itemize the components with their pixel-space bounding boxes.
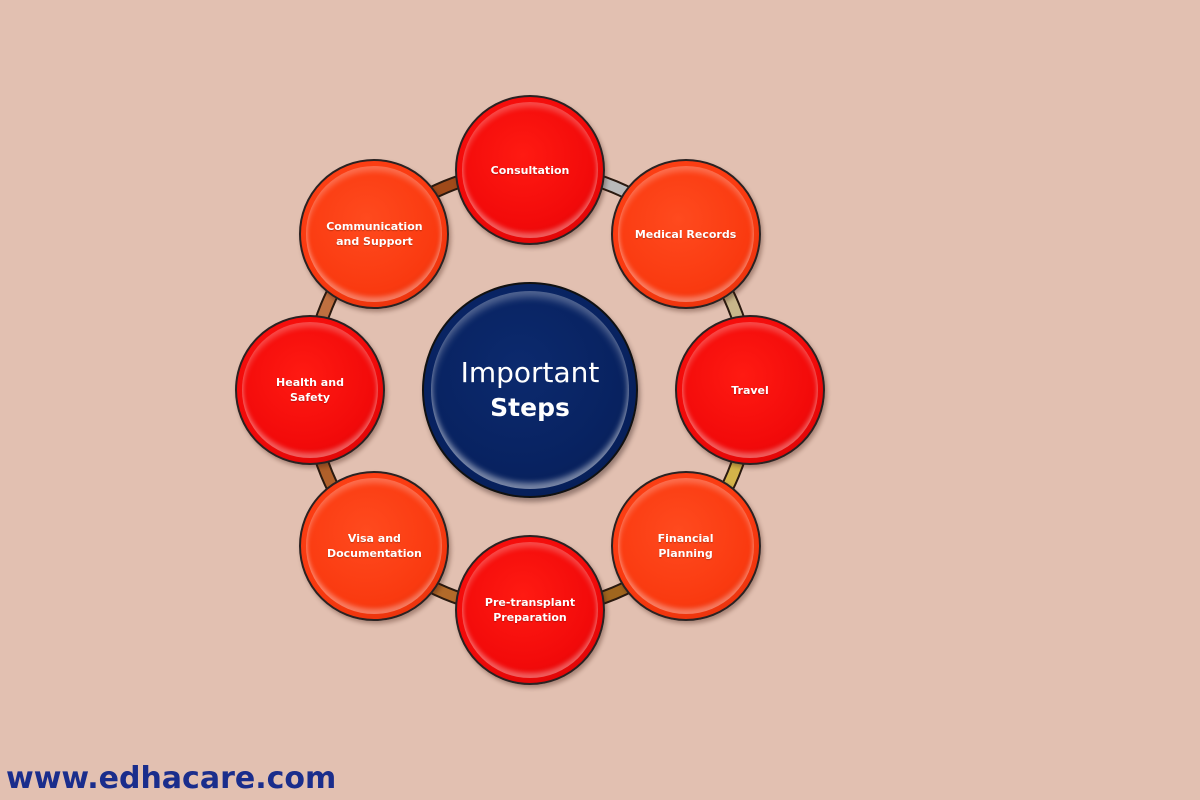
step-label: Health and Safety <box>276 376 344 404</box>
step-label: Financial Planning <box>657 531 714 560</box>
step-node: Consultation <box>455 95 605 245</box>
center-title-line1: Important <box>460 356 600 389</box>
website-url[interactable]: www.edhacare.com <box>6 761 337 796</box>
step-node: Communication and Support <box>299 159 450 310</box>
center-title-line2: Steps <box>490 393 570 422</box>
step-node: Financial Planning <box>610 470 761 621</box>
step-label: Medical Records <box>634 227 737 241</box>
step-node: Travel <box>675 315 825 465</box>
step-node: Health and Safety <box>235 315 385 465</box>
center-circle: Important Steps <box>422 282 638 498</box>
step-label: Consultation <box>490 163 570 177</box>
step-node: Medical Records <box>610 159 761 310</box>
step-label: Communication and Support <box>326 220 423 249</box>
step-node: Visa and Documentation <box>299 470 450 621</box>
step-label: Visa and Documentation <box>326 531 422 560</box>
step-label: Travel <box>731 383 769 397</box>
step-label: Pre-transplant Preparation <box>484 596 576 624</box>
step-node: Pre-transplant Preparation <box>455 535 605 685</box>
